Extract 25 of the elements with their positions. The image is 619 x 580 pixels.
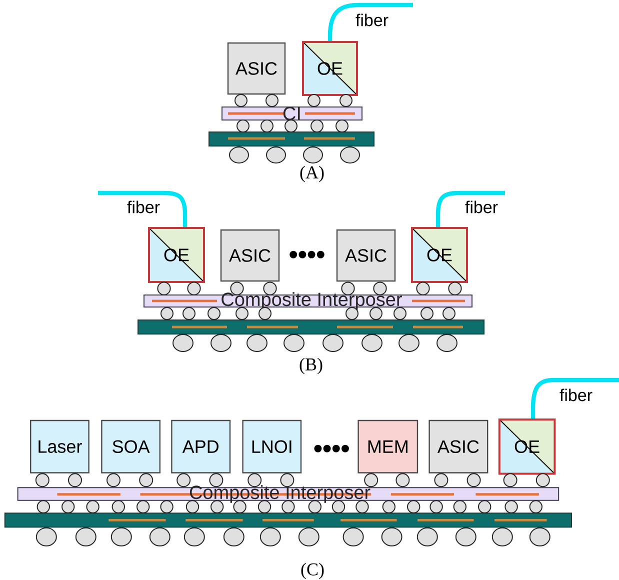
chip-box: ASIC — [227, 42, 286, 95]
panel-label: (B) — [300, 358, 322, 374]
interposer-bar: Composite Interposer — [144, 292, 472, 310]
chip-box: ASIC — [336, 229, 396, 282]
chip-box: LNOI — [242, 420, 302, 474]
chip-box: SOA — [101, 420, 160, 474]
ellipsis: •••• — [290, 250, 324, 258]
fiber-label: fiber — [465, 200, 498, 214]
chip-box: Laser — [30, 420, 90, 474]
chip-box: MEM — [358, 420, 418, 474]
chip-box: ASIC — [220, 229, 280, 282]
fiber-label: fiber — [560, 388, 592, 402]
chip-box: APD — [171, 420, 231, 474]
fiber-label: fiber — [356, 14, 388, 26]
substrate-bar — [208, 131, 374, 146]
interposer-bar: CI — [222, 106, 362, 120]
panel-label: (A) — [300, 166, 324, 182]
fiber-label: fiber — [127, 200, 160, 214]
fiber-line — [436, 190, 505, 227]
panel-label: (C) — [301, 562, 324, 580]
fiber-line — [530, 378, 619, 418]
ellipsis: •••• — [314, 444, 349, 452]
fiber-line — [328, 2, 413, 41]
chip-box: ASIC — [428, 420, 488, 474]
substrate-bar — [138, 319, 484, 334]
